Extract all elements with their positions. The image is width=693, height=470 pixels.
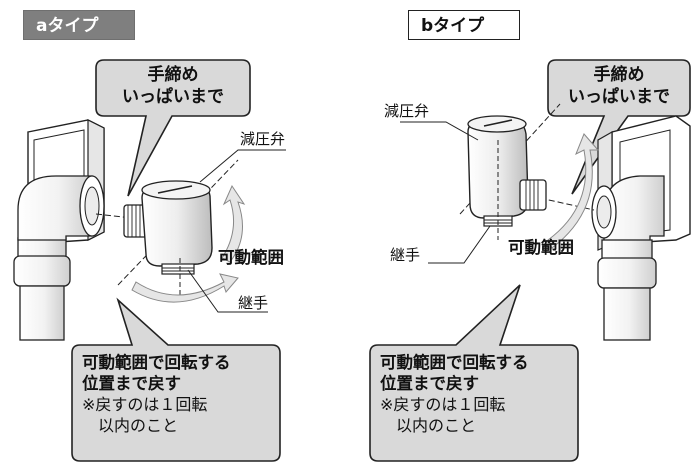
type-b-label: bタイプ: [408, 10, 520, 40]
type-a-valve-label: 減圧弁: [240, 130, 286, 148]
type-b-note-main-2: 位置まで戻す: [380, 374, 479, 393]
type-b-range-label: 可動範囲: [508, 238, 574, 257]
type-a-top-callout-text: 手締め いっぱいまで: [122, 65, 224, 107]
type-b-rotation-arrow: [547, 133, 600, 249]
type-a-valve: [123, 180, 213, 298]
type-b-top-callout-text: 手締め いっぱいまで: [568, 65, 670, 107]
type-a-joint-leader: [187, 269, 268, 313]
type-a-note-main-1: 可動範囲で回転する: [82, 353, 231, 372]
type-a-note-main-2: 位置まで戻す: [82, 374, 181, 393]
type-a-panel: [13, 59, 286, 462]
type-b-valve-leader: [400, 121, 479, 141]
type-b-valve: [467, 115, 547, 240]
type-a-range-label: 可動範囲: [218, 248, 284, 267]
type-b-valve-label: 減圧弁: [384, 102, 430, 120]
type-b-elbow-pipe: [591, 175, 665, 341]
type-a-label: aタイプ: [23, 10, 135, 40]
type-b-panel: [369, 59, 691, 462]
type-b-note-main-1: 可動範囲で回転する: [380, 353, 529, 372]
type-a-note: 可動範囲で回転する 位置まで戻す ※戻すのは１回転 以内のこと: [82, 352, 278, 436]
type-a-valve-leader: [199, 149, 286, 183]
type-a-elbow-pipe: [13, 175, 105, 341]
type-a-note-sub-2: 以内のこと: [98, 416, 179, 435]
type-a-top-callout: [95, 59, 251, 197]
type-a-joint-label: 継手: [238, 294, 269, 312]
type-a-bottom-callout: [71, 297, 281, 462]
type-b-note-sub-1: ※戻すのは１回転: [380, 395, 506, 414]
type-a-rotation-arrow-upper: [221, 184, 246, 263]
type-a-rotation-arrow-lower: [131, 273, 239, 303]
type-b-joint-leader: [428, 225, 491, 264]
type-b-note: 可動範囲で回転する 位置まで戻す ※戻すのは１回転 以内のこと: [380, 352, 576, 436]
type-b-note-sub-2: 以内のこと: [396, 416, 477, 435]
type-a-note-sub-1: ※戻すのは１回転: [82, 395, 208, 414]
type-b-joint-label: 継手: [390, 246, 421, 264]
type-b-bottom-callout: [369, 284, 579, 462]
